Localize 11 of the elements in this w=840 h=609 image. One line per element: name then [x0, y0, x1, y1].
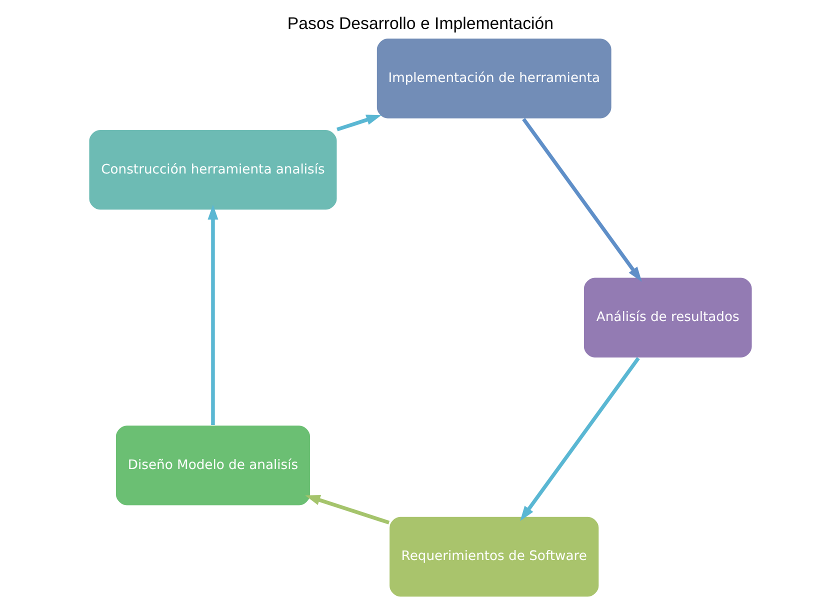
node-box: Análisís de resultados	[582, 276, 752, 358]
arrow	[520, 357, 640, 521]
diagram-title: Pasos Desarrollo e Implementación	[286, 14, 554, 34]
node-box: Requerimientos de Software	[388, 516, 600, 598]
arrow	[304, 495, 390, 524]
arrow	[522, 118, 642, 282]
node-box: Construcción herramienta analisís	[88, 129, 338, 211]
node-box: Diseño Modelo de analisís	[114, 424, 310, 506]
node-box: Implementación de herramienta	[375, 38, 612, 120]
arrow	[336, 114, 381, 132]
arrow	[207, 204, 218, 425]
